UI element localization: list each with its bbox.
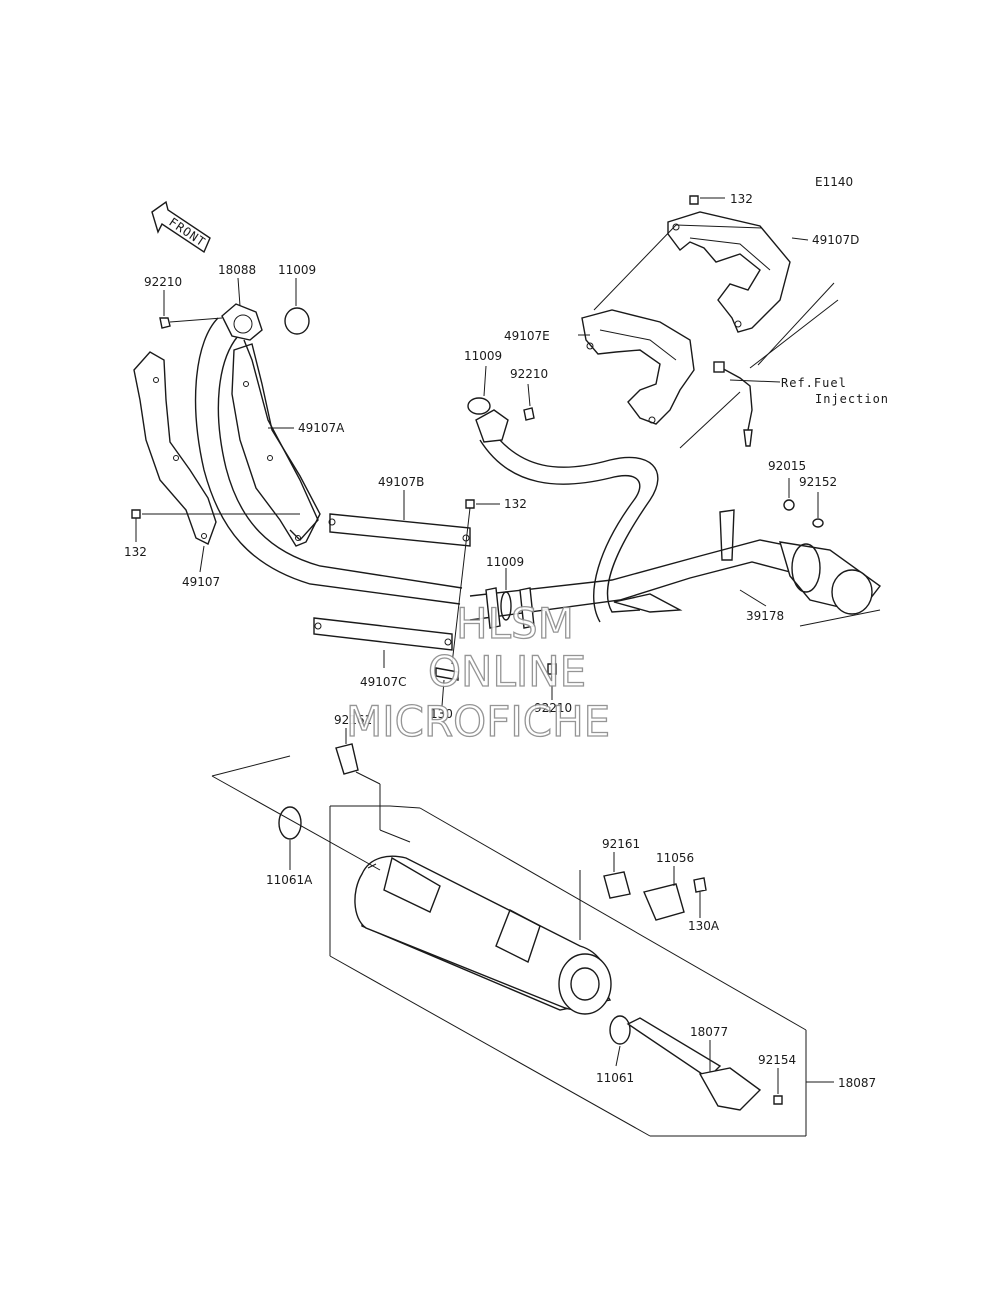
label-92015: 92015 xyxy=(768,459,806,473)
heat-guard-49107a xyxy=(231,343,321,547)
label-92152: 92152 xyxy=(799,475,837,489)
label-11056: 11056 xyxy=(656,851,694,865)
nut-92210-low xyxy=(547,663,557,675)
label-11009-mid: 11009 xyxy=(464,349,502,363)
label-132-top: 132 xyxy=(730,192,753,206)
diagram-code: E1140 xyxy=(815,175,853,189)
heat-guard-49107c xyxy=(313,617,453,651)
label-130: 130 xyxy=(430,707,453,721)
collar-92161-right xyxy=(603,871,631,899)
bracket-11056 xyxy=(643,883,685,921)
label-130a: 130A xyxy=(688,919,720,933)
gasket-11009-left xyxy=(284,307,310,335)
washer-92152 xyxy=(812,518,824,528)
bolt-130 xyxy=(435,667,459,681)
watermark-line2: ONLINE xyxy=(428,647,586,696)
label-11061: 11061 xyxy=(596,1071,634,1085)
label-18087: 18087 xyxy=(838,1076,876,1090)
screw-92154 xyxy=(773,1095,783,1105)
collar-92161-top xyxy=(335,743,359,775)
label-11009-left: 11009 xyxy=(278,263,316,277)
label-11061a: 11061A xyxy=(266,873,313,887)
label-18077: 18077 xyxy=(690,1025,728,1039)
heat-guard-49107d xyxy=(667,211,791,333)
watermark-logo: HLSM ONLINE MICROFICHE xyxy=(345,598,610,746)
label-92161-top: 92161 xyxy=(334,713,372,727)
label-11009-low: 11009 xyxy=(486,555,524,569)
front-arrow-icon: FRONT xyxy=(151,200,211,254)
pipe-joint xyxy=(485,587,535,629)
exhaust-pipe-left xyxy=(194,317,463,605)
bolt-132-mid xyxy=(465,499,475,509)
watermark-line1: HLSM xyxy=(456,599,574,648)
label-49107e: 49107E xyxy=(504,329,550,343)
watermark-line3: MICROFICHE xyxy=(346,697,610,746)
heat-guard-49107b xyxy=(328,513,471,547)
gasket-11061 xyxy=(609,1015,631,1045)
nut-92210-mid xyxy=(523,407,535,421)
nut-92015 xyxy=(783,499,795,511)
label-18088: 18088 xyxy=(218,263,256,277)
label-92210-mid: 92210 xyxy=(510,367,548,381)
label-49107: 49107 xyxy=(182,575,220,589)
label-39178: 39178 xyxy=(746,609,784,623)
flange-18088 xyxy=(221,303,263,341)
label-92161-right: 92161 xyxy=(602,837,640,851)
ref-note-line1: Ref.Fuel xyxy=(781,376,847,390)
label-49107a: 49107A xyxy=(298,421,345,435)
heat-guard-49107 xyxy=(133,351,217,545)
bolt-132-top xyxy=(689,195,699,205)
spark-arrester-18077 xyxy=(626,1017,762,1111)
catalyzer-39178 xyxy=(779,541,881,615)
leader-lines xyxy=(135,197,881,1137)
label-92210-left: 92210 xyxy=(144,275,182,289)
heat-guard-49107e xyxy=(581,309,695,425)
label-49107c: 49107C xyxy=(360,675,407,689)
muffler-18087 xyxy=(354,855,612,1015)
o2-sensor xyxy=(713,361,753,447)
gasket-11061a xyxy=(278,806,302,840)
label-49107d: 49107D xyxy=(812,233,859,247)
bolt-132-left xyxy=(131,509,141,519)
nut-92210-left xyxy=(159,317,171,329)
label-132-left: 132 xyxy=(124,545,147,559)
bolt-130a xyxy=(693,877,707,893)
label-49107b: 49107B xyxy=(378,475,424,489)
ref-note-line2: Injection xyxy=(815,392,889,406)
label-132-mid: 132 xyxy=(504,497,527,511)
flange-upper xyxy=(467,397,509,443)
label-92154: 92154 xyxy=(758,1053,796,1067)
label-92210-low: 92210 xyxy=(534,701,572,715)
